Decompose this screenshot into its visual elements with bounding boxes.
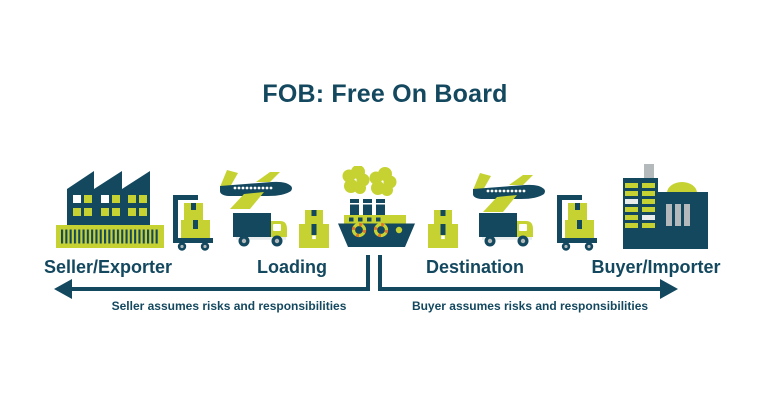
stage-label-buyer-importer: Buyer/Importer	[591, 257, 721, 277]
seller-risk-caption: Seller assumes risks and responsibilitie…	[111, 299, 347, 313]
package-box-icon-left	[299, 210, 329, 248]
cargo-ship-icon	[336, 166, 420, 248]
delivery-truck-icon-left	[233, 213, 289, 247]
stage-label-seller-exporter: Seller/Exporter	[43, 257, 173, 277]
factory-icon	[56, 168, 164, 248]
risk-transfer-divider-right	[378, 255, 382, 291]
risk-transfer-divider-left	[366, 255, 370, 291]
warehouse-building-icon	[610, 164, 710, 249]
seller-risk-arrowhead-icon	[54, 279, 72, 299]
airplane-icon-left	[214, 167, 294, 209]
delivery-truck-icon-right	[479, 213, 535, 247]
hand-truck-icon-left	[172, 191, 216, 251]
package-box-icon-right	[428, 210, 458, 248]
seller-risk-arrow-line	[68, 287, 370, 291]
page-title: FOB: Free On Board	[262, 80, 508, 108]
buyer-risk-arrowhead-icon	[660, 279, 678, 299]
airplane-icon-right	[467, 170, 547, 212]
buyer-risk-caption: Buyer assumes risks and responsibilities	[411, 299, 649, 313]
stage-label-loading: Loading	[257, 257, 327, 277]
stage-label-destination: Destination	[425, 257, 524, 277]
hand-truck-icon-right	[556, 191, 600, 251]
buyer-risk-arrow-line	[378, 287, 664, 291]
